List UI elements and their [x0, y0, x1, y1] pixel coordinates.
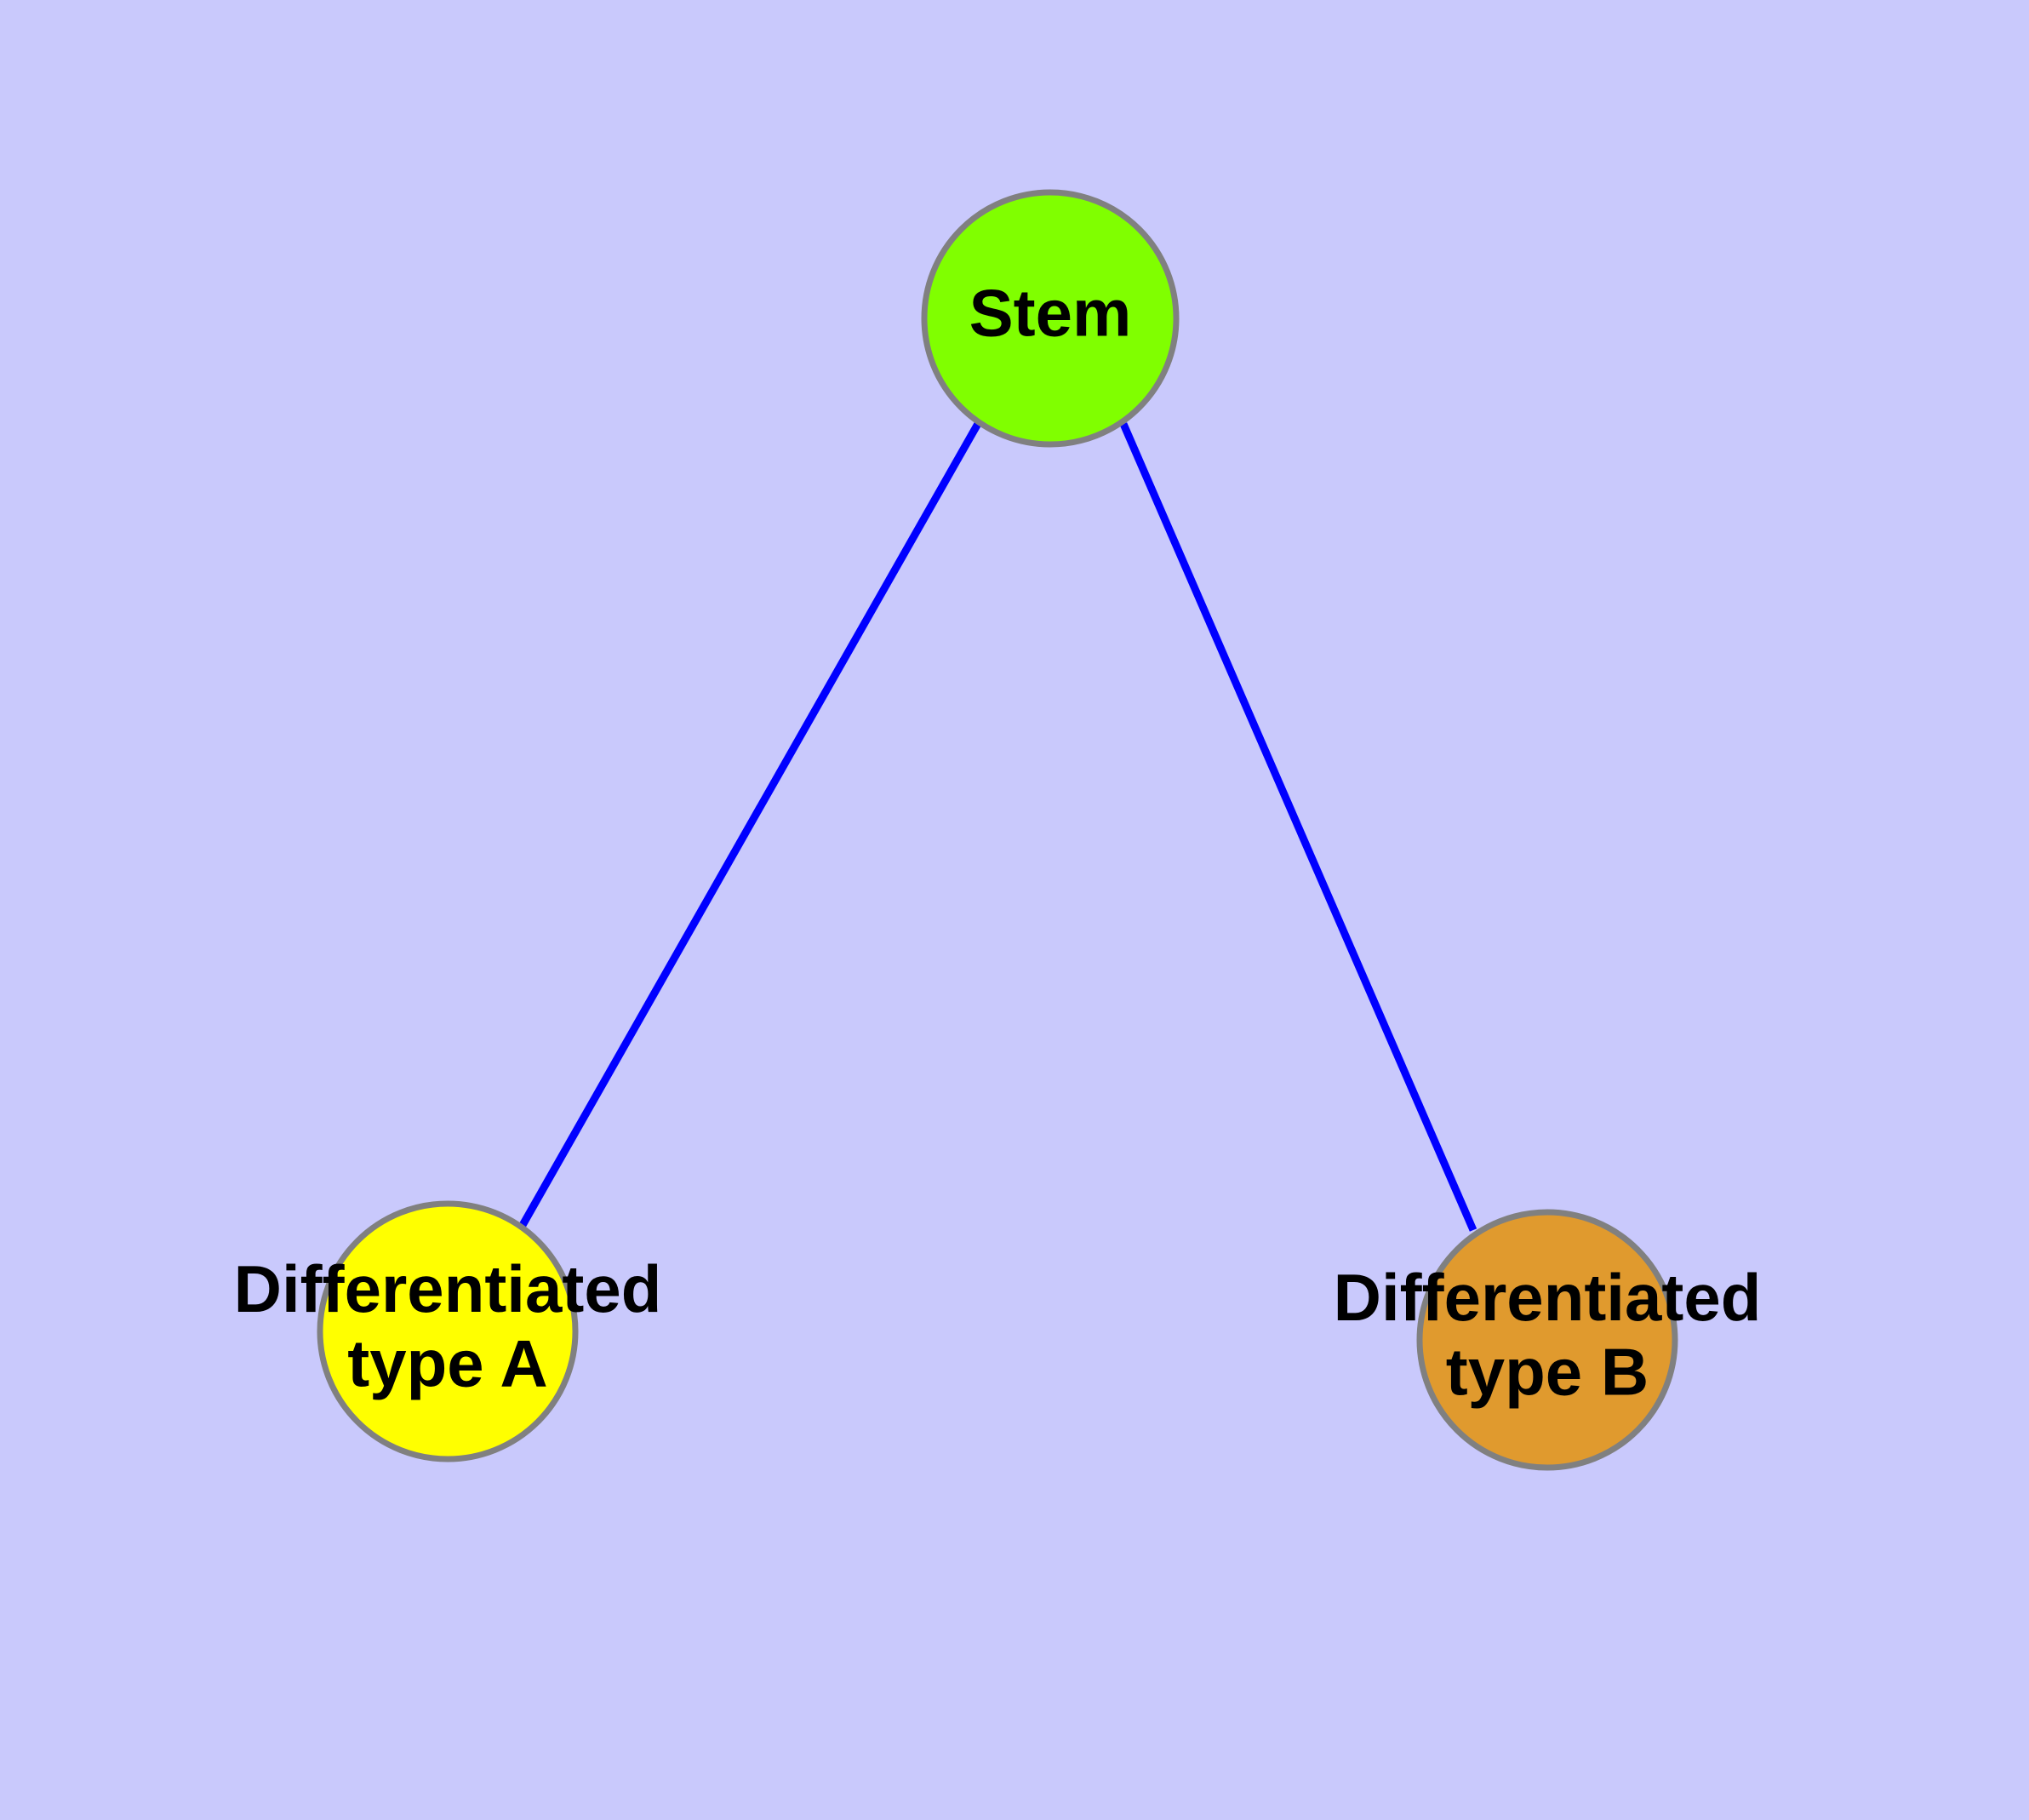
nodes-group: Stem Differentiated type A Differentiate…	[234, 189, 1762, 1471]
edge-stem-to-differentiated-type-a	[518, 420, 982, 1229]
node-differentiated-type-b-label-line2: type B	[1446, 1334, 1649, 1409]
edges-group	[518, 420, 1477, 1232]
node-differentiated-type-b-circle[interactable]	[1416, 1209, 1678, 1471]
node-stem-circle[interactable]	[921, 189, 1180, 448]
node-differentiated-type-a-circle[interactable]	[317, 1200, 579, 1462]
node-differentiated-type-a[interactable]: Differentiated type A	[234, 1200, 662, 1462]
node-differentiated-type-a-label-line2: type A	[347, 1325, 548, 1400]
node-differentiated-type-a-label-line1: Differentiated	[234, 1251, 662, 1326]
edge-stem-to-differentiated-type-b	[1119, 422, 1477, 1232]
node-differentiated-type-b-label-line1: Differentiated	[1334, 1260, 1762, 1335]
node-stem[interactable]: Stem	[921, 189, 1180, 448]
node-stem-label-line1: Stem	[969, 276, 1132, 351]
node-differentiated-type-b[interactable]: Differentiated type B	[1334, 1209, 1762, 1471]
